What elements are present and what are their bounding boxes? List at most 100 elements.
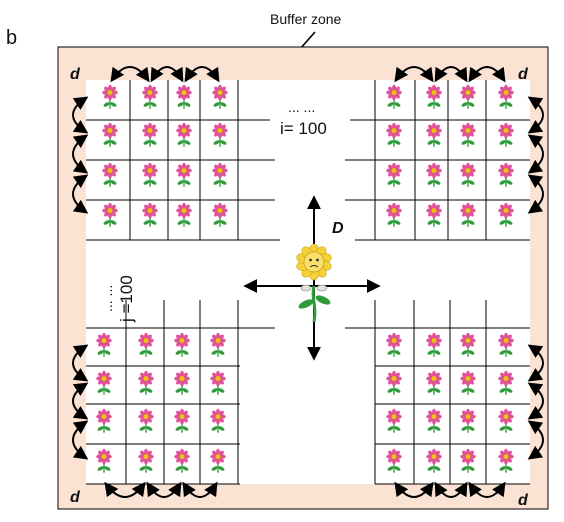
flower-icon bbox=[426, 408, 442, 433]
flower-icon bbox=[386, 332, 402, 357]
index-j-label-group: j =100 bbox=[117, 275, 136, 323]
flower-icon bbox=[426, 122, 442, 147]
flower-icon bbox=[212, 84, 228, 109]
flower-icon bbox=[174, 448, 190, 473]
flower-icon bbox=[176, 122, 192, 147]
flower-icon bbox=[210, 332, 226, 357]
index-j-label: j =100 bbox=[117, 275, 136, 323]
flower-icon bbox=[96, 332, 112, 357]
edge-arc bbox=[527, 344, 544, 382]
edge-arc bbox=[527, 382, 544, 420]
flower-icon bbox=[386, 162, 402, 187]
flower-icon bbox=[102, 122, 118, 147]
edge-arc bbox=[527, 134, 544, 174]
edge-arc bbox=[394, 66, 434, 83]
corner-label-top-right: d bbox=[518, 66, 529, 83]
edge-arc bbox=[527, 174, 544, 214]
flower-icon bbox=[460, 332, 476, 357]
corner-label-bottom-right: d bbox=[518, 492, 529, 509]
flower-icon bbox=[426, 162, 442, 187]
edge-arc bbox=[468, 66, 506, 83]
edge-arc bbox=[110, 66, 150, 83]
edge-arc bbox=[434, 481, 468, 498]
flower-icon bbox=[212, 162, 228, 187]
grid-bottom-left bbox=[86, 300, 275, 485]
flower-icon bbox=[386, 408, 402, 433]
flower-icon bbox=[96, 408, 112, 433]
edge-arc bbox=[434, 66, 468, 83]
flower-icon bbox=[142, 162, 158, 187]
flower-icon bbox=[498, 162, 514, 187]
corner-label-bottom-left: d bbox=[70, 489, 81, 506]
edge-arc bbox=[72, 96, 89, 134]
flower-icon bbox=[212, 202, 228, 227]
edge-arc bbox=[150, 66, 184, 83]
flower-icon bbox=[138, 370, 154, 395]
flower-icon bbox=[460, 448, 476, 473]
edge-arc bbox=[527, 96, 544, 134]
flower-icon bbox=[174, 370, 190, 395]
flower-icon bbox=[460, 84, 476, 109]
edge-arc bbox=[182, 481, 218, 498]
flower-icon bbox=[174, 332, 190, 357]
flower-icon bbox=[176, 162, 192, 187]
flower-icon bbox=[386, 370, 402, 395]
grid-top-left bbox=[86, 80, 280, 241]
flower-icon bbox=[460, 122, 476, 147]
flower-icon bbox=[498, 370, 514, 395]
edge-arc bbox=[72, 134, 89, 174]
index-j-ellipsis: ... ... bbox=[99, 285, 115, 312]
flower-icon bbox=[498, 202, 514, 227]
flower-icon bbox=[386, 448, 402, 473]
edge-arc bbox=[184, 66, 220, 83]
flower-icon bbox=[138, 448, 154, 473]
flower-icon bbox=[498, 332, 514, 357]
flower-icon bbox=[176, 84, 192, 109]
dispersal-label: D bbox=[332, 220, 344, 237]
flower-icon bbox=[142, 84, 158, 109]
flower-icon bbox=[460, 370, 476, 395]
flower-icon bbox=[498, 122, 514, 147]
flower-icon bbox=[142, 202, 158, 227]
flower-icon bbox=[142, 122, 158, 147]
panel-label: b bbox=[6, 27, 17, 49]
flower-icon bbox=[386, 202, 402, 227]
flower-icon bbox=[426, 332, 442, 357]
flower-icon bbox=[102, 202, 118, 227]
flower-icon bbox=[96, 370, 112, 395]
flower-icon bbox=[96, 448, 112, 473]
flower-icon bbox=[426, 370, 442, 395]
flower-icon bbox=[210, 370, 226, 395]
flower-icon bbox=[102, 162, 118, 187]
corner-label-top-left: d bbox=[70, 66, 81, 83]
index-i-label: i= 100 bbox=[280, 119, 327, 138]
flower-icon bbox=[210, 408, 226, 433]
flower-icon bbox=[102, 84, 118, 109]
flower-icon bbox=[498, 84, 514, 109]
flower-icon bbox=[212, 122, 228, 147]
flower-icon bbox=[138, 408, 154, 433]
edge-dispersal-arcs bbox=[72, 66, 544, 498]
flower-icon bbox=[426, 84, 442, 109]
flower-icon bbox=[426, 448, 442, 473]
edge-arc bbox=[72, 174, 89, 214]
flower-icon bbox=[426, 202, 442, 227]
edge-arc bbox=[72, 420, 89, 460]
flower-icon bbox=[176, 202, 192, 227]
index-j-group: ... ... bbox=[99, 285, 115, 312]
edge-arc bbox=[468, 481, 506, 498]
edge-arc bbox=[104, 481, 146, 498]
flower-icon bbox=[174, 408, 190, 433]
edge-arc bbox=[72, 344, 89, 382]
grid-bottom-right bbox=[345, 300, 530, 485]
index-i-ellipsis: ... ... bbox=[288, 99, 315, 115]
flower-icon bbox=[138, 332, 154, 357]
grid-top-right bbox=[345, 80, 530, 241]
yellow-flower-character-icon bbox=[296, 243, 332, 323]
edge-arc bbox=[72, 382, 89, 420]
flower-icon bbox=[210, 448, 226, 473]
edge-arc bbox=[394, 481, 434, 498]
flower-icon bbox=[460, 408, 476, 433]
edge-arc bbox=[146, 481, 182, 498]
